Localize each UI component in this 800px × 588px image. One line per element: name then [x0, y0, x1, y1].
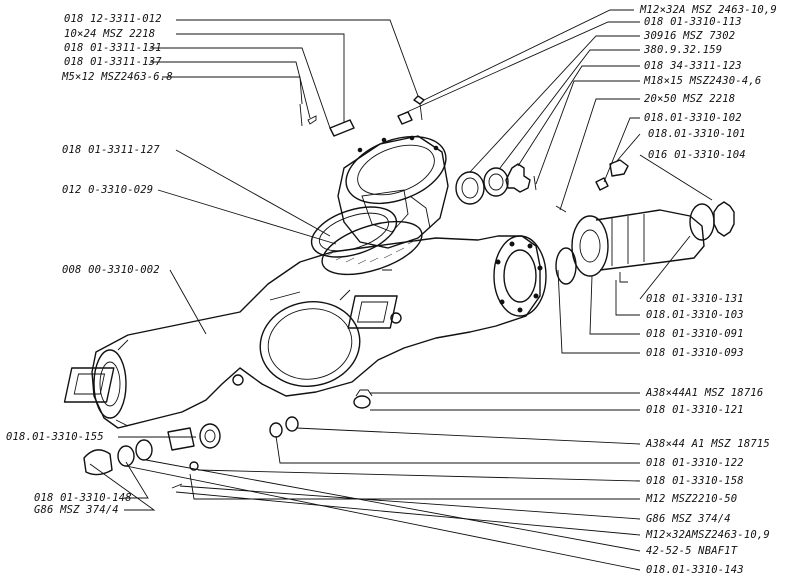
part-label: M12×32AMSZ2463-10,9 [646, 529, 770, 541]
part-label: M5×12 MSZ2463-6.8 [62, 71, 173, 83]
part-label: M12 MSZ2210-50 [646, 493, 738, 505]
differential-carrier [337, 135, 449, 249]
part-label: 10×24 MSZ 2218 [64, 28, 156, 40]
part-label: 018.01-3310-155 [6, 431, 104, 443]
part-label: 018.01-3310-103 [646, 309, 744, 321]
part-label: 018.01-3310-143 [646, 564, 744, 576]
part-label: 018 01-3310-122 [646, 457, 744, 469]
part-label: 018 01-3310-113 [644, 16, 742, 28]
part-label: 018 01-3311-131 [64, 42, 162, 54]
part-label: 380.9.32.159 [644, 44, 723, 56]
part-label: A38×44 A1 MSZ 18715 [646, 438, 770, 450]
part-label: 20×50 MSZ 2218 [644, 93, 736, 105]
part-label: 018 01-3310-148 [34, 492, 132, 504]
part-label: M18×15 MSZ2430-4,6 [644, 75, 762, 87]
part-label: 018.01-3310-101 [648, 128, 746, 140]
part-label: G86 MSZ 374/4 [646, 513, 731, 525]
part-label: A38×44A1 MSZ 18716 [646, 387, 764, 399]
leader-lines-left [89, 19, 419, 511]
part-label: G86 MSZ 374/4 [34, 504, 119, 516]
leader-lines-right [125, 9, 713, 571]
small-hardware-top [299, 95, 567, 213]
part-label: 016 01-3310-104 [648, 149, 746, 161]
hub-flange-assembly [555, 159, 735, 285]
part-label: 018 34-3311-123 [644, 60, 742, 72]
axle-housing [63, 220, 547, 429]
part-label: M12×32A MSZ 2463-10,9 [640, 4, 777, 16]
part-label: 018 01-3310-093 [646, 347, 744, 359]
part-label: 018 01-3310-131 [646, 293, 744, 305]
part-label: 30916 MSZ 7302 [644, 30, 736, 42]
part-label: 42-52-5 NBAF1T [646, 545, 738, 557]
part-label: 018 01-3310-091 [646, 328, 744, 340]
bearing-set [455, 163, 531, 205]
part-label: 018 12-3311-012 [64, 13, 162, 25]
part-label: 008 00-3310-002 [62, 264, 160, 276]
part-label: 018.01-3310-102 [644, 112, 742, 124]
part-label: 018 01-3311-127 [62, 144, 160, 156]
part-label: 018 01-3310-121 [646, 404, 744, 416]
part-label: 012 0-3310-029 [62, 184, 154, 196]
gasket-ring [310, 206, 398, 258]
part-label: 018 01-3310-158 [646, 475, 744, 487]
part-label: 018 01-3311-137 [64, 56, 162, 68]
